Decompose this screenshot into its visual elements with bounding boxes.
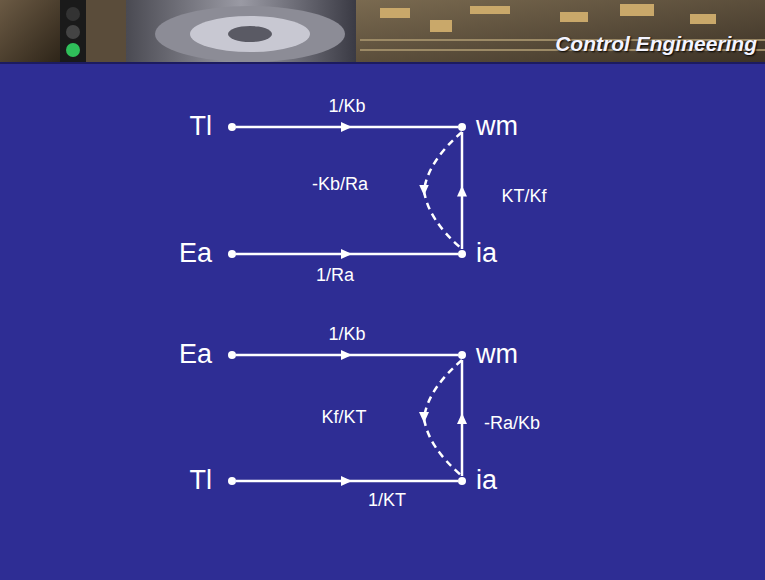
signal-node: Ea [179,340,236,370]
signal-branch [461,360,464,476]
node-label: Tl [190,466,213,496]
branch-gain: 1/KT [368,491,406,511]
signal-node: wm [458,340,518,370]
node-dot [458,477,466,485]
signal-node: Ea [179,239,236,269]
node-label: wm [476,112,518,142]
banner-title: Control Engineering [555,32,757,56]
branch-gain: 1/Ra [316,266,354,286]
signal-branch [461,132,464,249]
signal-branch [236,354,458,357]
node-label: Ea [179,340,212,370]
signal-node: wm [458,112,518,142]
signal-branch [236,126,458,129]
node-dot [458,250,466,258]
branch-gain: -Ra/Kb [484,414,540,434]
node-dot [458,351,466,359]
signal-node: Tl [190,112,237,142]
branch-gain: Kf/KT [321,408,366,428]
node-dot [228,250,236,258]
signal-branch [236,480,458,483]
node-label: Tl [190,112,213,142]
feedback-branch [424,132,462,249]
branch-gain: KT/Kf [501,187,546,207]
signal-node: ia [458,466,497,496]
node-label: wm [476,340,518,370]
signal-node: Tl [190,466,237,496]
node-label: Ea [179,239,212,269]
node-dot [228,351,236,359]
node-label: ia [476,466,497,496]
node-dot [458,123,466,131]
signal-node: ia [458,239,497,269]
node-label: ia [476,239,497,269]
signal-branch [236,253,458,256]
branch-gain: 1/Kb [328,325,365,345]
branch-gain: -Kb/Ra [312,175,368,195]
branch-gain: 1/Kb [328,97,365,117]
node-dot [228,123,236,131]
feedback-branch [424,360,462,476]
node-dot [228,477,236,485]
